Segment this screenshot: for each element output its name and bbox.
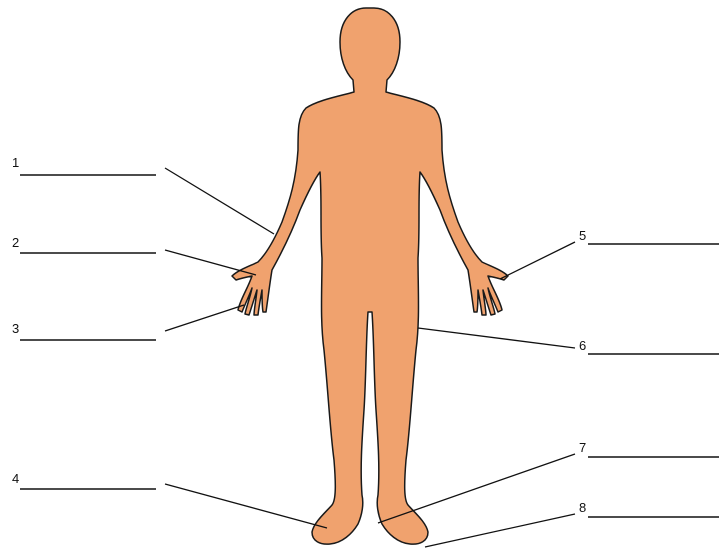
leader-line-1 (165, 168, 274, 234)
label-number-5: 5 (579, 229, 586, 242)
label-number-3: 3 (12, 322, 19, 335)
human-body-figure (232, 8, 508, 544)
leader-line-3 (165, 305, 244, 331)
leader-line-5 (500, 242, 575, 279)
label-number-1: 1 (12, 156, 19, 169)
leader-line-2 (165, 250, 256, 275)
label-number-7: 7 (579, 441, 586, 454)
label-number-2: 2 (12, 236, 19, 249)
leader-line-7 (378, 454, 575, 523)
label-number-6: 6 (579, 339, 586, 352)
leader-line-4 (165, 484, 327, 528)
body-silhouette (232, 8, 508, 544)
leader-line-8 (425, 514, 575, 547)
leader-line-6 (418, 328, 575, 348)
label-number-8: 8 (579, 501, 586, 514)
label-number-4: 4 (12, 472, 19, 485)
